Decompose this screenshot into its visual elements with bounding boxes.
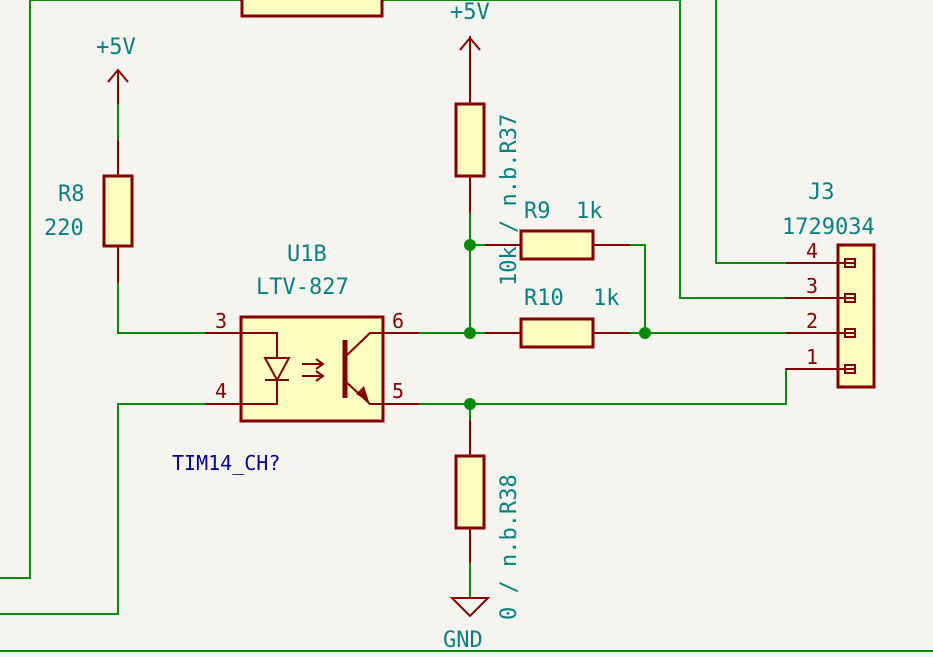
resistor-r10-body[interactable]: [519, 317, 595, 349]
net-label-tim14[interactable]: TIM14_CH?: [172, 451, 280, 475]
resistor-r37-label: 10k / n.b.R37: [497, 114, 522, 286]
optocoupler-pin-5: 5: [392, 379, 404, 403]
power-symbol-5v-left[interactable]: +5V: [96, 35, 136, 104]
optocoupler-pin-6: 6: [392, 309, 404, 333]
optocoupler-u1b[interactable]: U1B LTV-827 3 4 6 5: [205, 242, 419, 423]
resistor-r10-value: 1k: [593, 286, 620, 311]
junction-pin6-node: [464, 327, 476, 339]
connector-j3-pin-2: 2: [806, 309, 818, 333]
power-symbol-gnd[interactable]: GND: [443, 597, 491, 653]
wire-outer-left[interactable]: [0, 0, 31, 579]
connector-j3-value: 1729034: [782, 215, 875, 240]
wire-pin4-to-left[interactable]: [0, 403, 206, 615]
connector-j3-pin-1: 1: [806, 345, 818, 369]
resistor-r37-body[interactable]: [454, 102, 486, 178]
resistor-r10[interactable]: R10 1k: [485, 286, 630, 349]
connector-j3-pin-3: 3: [806, 274, 818, 298]
light-arrows-icon: [302, 358, 325, 382]
junction-r9-node: [464, 239, 476, 251]
resistor-r9-value: 1k: [576, 199, 603, 224]
optocoupler-u1b-ref: U1B: [287, 242, 327, 267]
wire-j3-pin3[interactable]: [679, 0, 846, 299]
wire-r9-right[interactable]: [629, 244, 646, 334]
resistor-r9-ref: R9: [524, 199, 551, 224]
resistor-r38-body[interactable]: [454, 454, 486, 530]
resistor-r37[interactable]: 10k / n.b.R37: [454, 68, 522, 286]
connector-j3-body[interactable]: [836, 243, 876, 389]
wire-pin5-j3-pin1[interactable]: [418, 368, 846, 405]
junction-r9-r10-right: [639, 327, 651, 339]
resistor-r10-ref: R10: [524, 286, 564, 311]
resistor-r8-ref: R8: [58, 182, 85, 207]
wire-r8-to-pin3[interactable]: [117, 282, 206, 334]
led-icon: [241, 332, 291, 405]
resistor-r38-label: 0 / n.b.R38: [497, 474, 522, 620]
connector-j3-pin-4: 4: [806, 239, 818, 263]
phototransistor-icon: [342, 332, 383, 405]
power-label-5v-left: +5V: [96, 35, 136, 60]
resistor-r8[interactable]: R8 220: [44, 140, 134, 283]
resistor-r9[interactable]: R9 1k: [485, 199, 630, 261]
top-partial-component[interactable]: [240, 0, 384, 18]
junctions: [464, 239, 651, 410]
power-symbol-5v-top[interactable]: +5V: [450, 0, 490, 68]
optocoupler-pin-3: 3: [215, 309, 227, 333]
resistor-r8-value: 220: [44, 216, 84, 241]
junction-pin5-node: [464, 398, 476, 410]
connector-j3[interactable]: J3 1729034 4 3 2 1: [782, 180, 876, 389]
resistor-r38[interactable]: 0 / n.b.R38: [454, 420, 522, 620]
power-label-5v-top: +5V: [450, 0, 490, 25]
optocoupler-u1b-value: LTV-827: [256, 275, 349, 300]
resistor-r8-body[interactable]: [102, 174, 134, 248]
power-label-gnd: GND: [443, 628, 483, 653]
resistor-r9-body[interactable]: [519, 229, 595, 261]
connector-j3-ref: J3: [808, 180, 835, 205]
optocoupler-pin-4: 4: [215, 379, 227, 403]
